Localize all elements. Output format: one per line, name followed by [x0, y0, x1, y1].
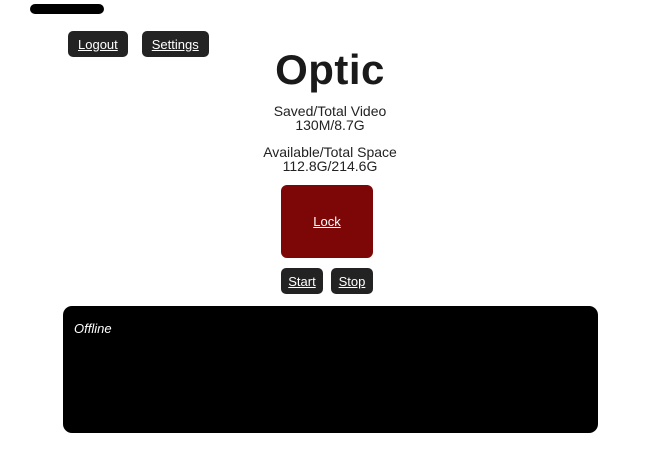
logout-button[interactable]: Logout	[68, 31, 128, 57]
stat-space-label: Available/Total Space	[263, 144, 397, 160]
start-button[interactable]: Start	[281, 268, 323, 294]
video-panel[interactable]: Offline	[63, 306, 598, 433]
page-title: Optic	[275, 46, 385, 93]
stat-available-total-space: Available/Total Space 112.8G/214.6G	[0, 144, 660, 174]
lock-button[interactable]: Lock	[281, 185, 373, 258]
stat-space-value: 112.8G/214.6G	[282, 157, 378, 174]
stat-saved-total-video: Saved/Total Video 130M/8.7G	[0, 103, 660, 133]
video-status-text: Offline	[74, 321, 112, 336]
startstop-row: Start Stop	[281, 268, 373, 294]
stat-video-value: 130M/8.7G	[295, 116, 365, 133]
nav-row: Logout Settings	[68, 31, 209, 57]
settings-button[interactable]: Settings	[141, 31, 209, 57]
top-left-bar	[30, 4, 104, 14]
stat-video-label: Saved/Total Video	[273, 103, 387, 119]
stop-button[interactable]: Stop	[331, 268, 373, 294]
